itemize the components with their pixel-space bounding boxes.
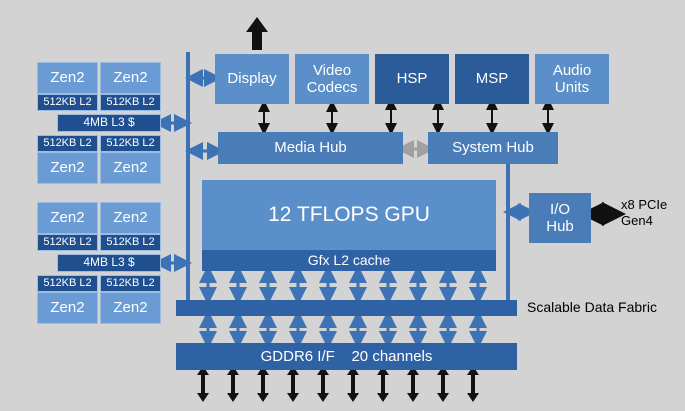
l2-cache: 512KB L2	[100, 234, 161, 251]
display-block: Display	[215, 54, 289, 104]
io-bus-line	[506, 164, 510, 302]
media-hub-block: Media Hub	[218, 132, 403, 164]
scalable-data-fabric-bar	[176, 300, 517, 316]
system-hub-block: System Hub	[428, 132, 558, 164]
l2-cache: 512KB L2	[100, 275, 161, 292]
gfx-l2-cache-block: Gfx L2 cache	[202, 250, 496, 271]
msp-block: MSP	[455, 54, 529, 104]
l2-cache: 512KB L2	[37, 234, 98, 251]
l3-cache: 4MB L3 $	[57, 254, 161, 272]
l2-cache: 512KB L2	[100, 135, 161, 152]
zen2-core: Zen2	[100, 152, 161, 184]
pcie-label: x8 PCIe Gen4	[621, 197, 668, 228]
zen2-core: Zen2	[37, 292, 98, 324]
l2-cache: 512KB L2	[37, 275, 98, 292]
l2-cache: 512KB L2	[37, 94, 98, 111]
display-output-arrow	[246, 17, 268, 50]
hsp-block: HSP	[375, 54, 449, 104]
zen2-core: Zen2	[37, 152, 98, 184]
io-hub-block: I/O Hub	[529, 193, 591, 243]
zen2-core: Zen2	[100, 202, 161, 234]
l3-cache: 4MB L3 $	[57, 114, 161, 132]
zen2-core: Zen2	[100, 292, 161, 324]
audio-units-block: Audio Units	[535, 54, 609, 104]
gddr6-external-arrows	[197, 366, 479, 402]
fabric-label: Scalable Data Fabric	[527, 299, 657, 315]
gddr6-interface-block: GDDR6 I/F 20 channels	[176, 343, 517, 370]
zen2-core: Zen2	[100, 62, 161, 94]
zen2-core: Zen2	[37, 202, 98, 234]
l2-cache: 512KB L2	[37, 135, 98, 152]
zen2-core: Zen2	[37, 62, 98, 94]
l2-fabric-arrows	[199, 265, 487, 305]
l2-cache: 512KB L2	[100, 94, 161, 111]
gpu-block: 12 TFLOPS GPU	[202, 180, 496, 250]
video-codecs-block: Video Codecs	[295, 54, 369, 104]
fabric-gddr6-arrows	[199, 310, 487, 349]
cpu-bus-line	[186, 52, 190, 302]
